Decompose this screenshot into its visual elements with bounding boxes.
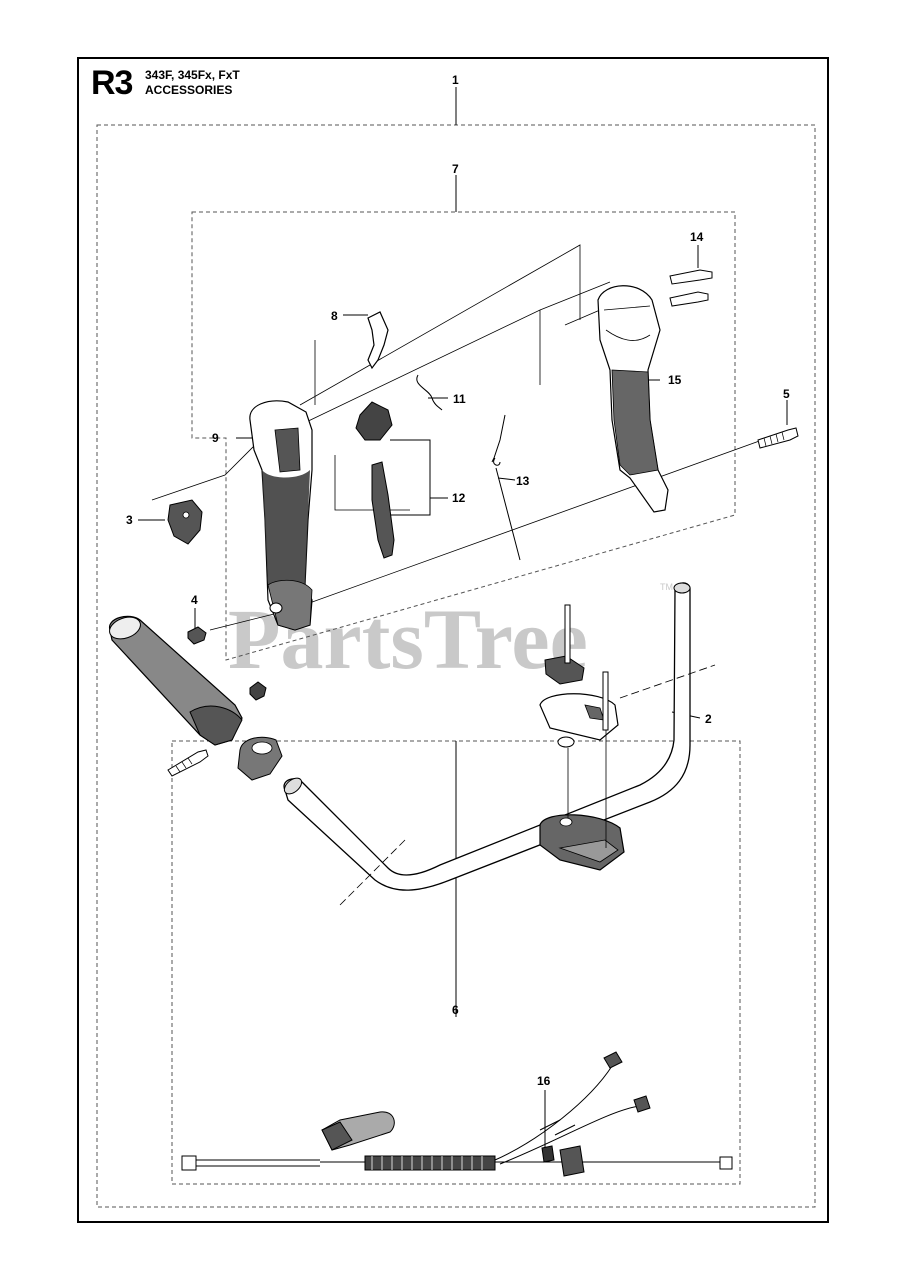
diagram-frame	[77, 57, 829, 1223]
callout-15: 15	[668, 373, 682, 387]
section-code: R3	[91, 64, 133, 102]
callout-3: 3	[126, 513, 133, 527]
callout-14: 14	[690, 230, 704, 244]
callout-13: 13	[516, 474, 530, 488]
section-title: ACCESSORIES	[145, 83, 233, 97]
callout-2: 2	[705, 712, 712, 726]
callout-7: 7	[452, 162, 459, 176]
callout-12: 12	[452, 491, 466, 505]
group-box-handle	[191, 211, 736, 661]
callout-11: 11	[453, 392, 466, 406]
callout-5: 5	[783, 387, 790, 401]
callout-6: 6	[452, 1003, 459, 1017]
callout-4: 4	[191, 593, 198, 607]
model-list: 343F, 345Fx, FxT	[145, 68, 240, 82]
callout-1: 1	[452, 73, 459, 87]
callout-16: 16	[537, 1074, 551, 1088]
watermark-trademark: TM	[660, 582, 673, 592]
callout-8: 8	[331, 309, 338, 323]
callout-9: 9	[212, 431, 219, 445]
